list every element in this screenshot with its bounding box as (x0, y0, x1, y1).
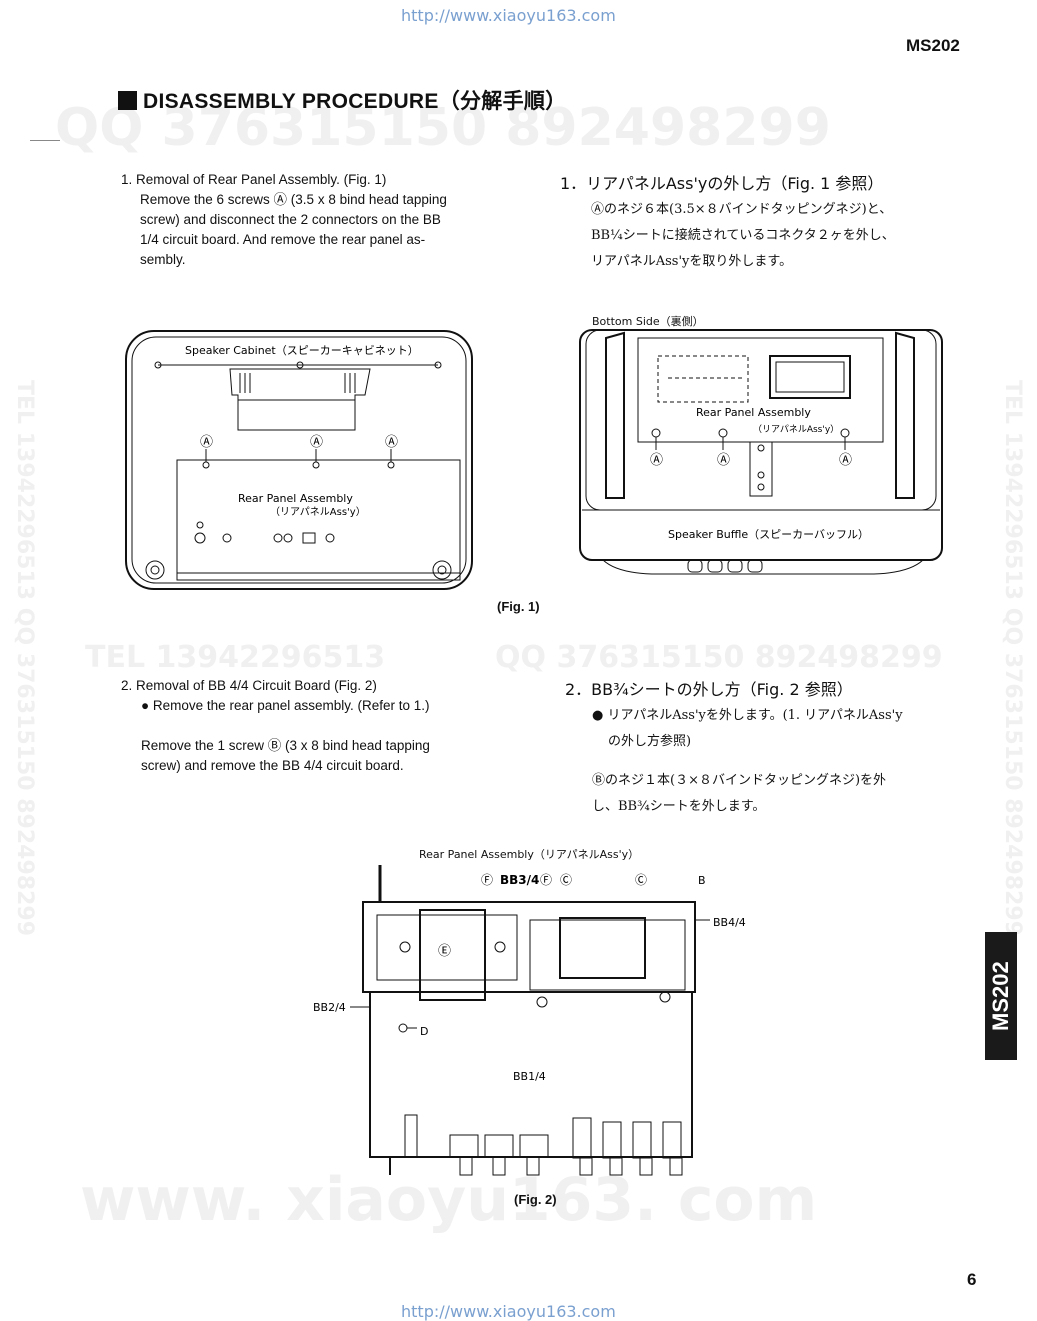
fig1-left-speaker-cabinet: Speaker Cabinet（スピーカーキャビネット） (185, 344, 419, 357)
bullet-icon: ● (141, 698, 153, 713)
fig1-left-rear-panel-jp: （リアパネルAss'y） (270, 506, 366, 518)
fig1-left-marker-a: Ⓐ (385, 435, 398, 450)
fig2-marker-d: D (420, 1025, 428, 1038)
watermark-qq-mid: QQ 376315150 892498299 (495, 640, 943, 675)
margin-mark (30, 140, 60, 141)
heading-block-icon (118, 91, 137, 110)
section2-en-bullet-text: Remove the rear panel assembly. (Refer t… (152, 698, 430, 713)
section1-jp-line: リアパネルAss'yを取り外します。 (591, 254, 793, 269)
section2-en-line: screw) and remove the BB 4/4 circuit boa… (141, 758, 404, 773)
watermark-tel-mid: TEL 13942296513 (85, 640, 386, 675)
fig1-left-rear-panel: Rear Panel Assembly (238, 492, 353, 505)
section1-en-body: Remove the 6 screws Ⓐ (3.5 x 8 bind head… (140, 190, 502, 270)
side-tab: MS202 (985, 932, 1017, 1060)
section2-en-title: 2. Removal of BB 4/4 Circuit Board (Fig.… (121, 678, 377, 693)
section1-jp-line: Ⓐのネジ６本(3.5×８バインドタッピングネジ)と、 (591, 202, 893, 217)
fig2-marker-f: Ⓕ (540, 873, 552, 887)
section2-en-line: Remove the 1 screw Ⓑ (3 x 8 bind head ta… (141, 738, 430, 753)
section2-jp-line: Ⓑのネジ１本(３×８バインドタッピングネジ)を外 (592, 773, 887, 788)
section2-en-bullet: ● Remove the rear panel assembly. (Refer… (141, 696, 430, 716)
section2-jp-body: Ⓑのネジ１本(３×８バインドタッピングネジ)を外 し、BB¾シートを外します。 (592, 768, 886, 820)
fig1-left-diagram: Speaker Cabinet（スピーカーキャビネット） Ⓐ Ⓐ Ⓐ Rear … (125, 330, 473, 590)
page-heading: DISASSEMBLY PROCEDURE（分解手順） (118, 85, 567, 115)
fig1-right-marker-a: Ⓐ (717, 453, 730, 468)
section1-jp-line: BB¼シートに接続されているコネクタ２ヶを外し、 (591, 228, 895, 243)
fig1-right-diagram: Rear Panel Assembly （リアパネルAss'y） Ⓐ Ⓐ Ⓐ S… (579, 329, 943, 575)
fig2-caption: (Fig. 2) (514, 1192, 557, 1207)
bullet-icon: ● (592, 708, 608, 723)
url-bottom[interactable]: http://www.xiaoyu163.com (401, 1302, 616, 1321)
watermark-side-right: TEL 13942296513 QQ 376315150 892498299 (1000, 380, 1025, 937)
watermark-qq-top: QQ 376315150 892498299 (55, 98, 831, 158)
fig1-right-rear-panel-jp: （リアパネルAss'y） (753, 424, 839, 435)
fig1-right-rear-panel: Rear Panel Assembly (696, 406, 811, 419)
fig2-marker-c: Ⓒ (560, 873, 572, 887)
section2-en-body: Remove the 1 screw Ⓑ (3 x 8 bind head ta… (141, 736, 502, 776)
watermark-side-left: TEL 13942296513 QQ 376315150 892498299 (12, 380, 37, 937)
watermark-bottom: www. xiaoyu163. com (80, 1165, 818, 1235)
section2-jp-line: し、BB¾シートを外します。 (592, 799, 766, 814)
fig1-left-marker-a: Ⓐ (310, 435, 323, 450)
fig1-left-marker-a: Ⓐ (200, 435, 213, 450)
fig2-bb34: BB3/4 (500, 873, 539, 887)
section1-jp-body: Ⓐのネジ６本(3.5×８バインドタッピングネジ)と、 BB¼シートに接続されてい… (591, 197, 895, 275)
fig2-marker-f: Ⓕ (481, 873, 493, 887)
page-heading-text: DISASSEMBLY PROCEDURE（分解手順） (143, 90, 567, 113)
fig2-rear-panel: Rear Panel Assembly（リアパネルAss'y） (419, 848, 640, 861)
fig2-diagram: Ⓕ BB3/4 Ⓕ Ⓒ Ⓒ B Ⓔ BB4/4 BB2/4 D BB1/4 (313, 865, 746, 1176)
page-number: 6 (967, 1270, 977, 1289)
url-top[interactable]: http://www.xiaoyu163.com (401, 6, 616, 25)
section1-en-title: 1. Removal of Rear Panel Assembly. (Fig.… (121, 172, 387, 187)
section2-jp-bullet-line: リアパネルAss'yを外します。(1. リアパネルAss'y (607, 708, 903, 723)
section1-en-line: 1/4 circuit board. And remove the rear p… (140, 232, 426, 247)
section1-en-line: Remove the 6 screws Ⓐ (3.5 x 8 bind head… (140, 192, 447, 207)
fig2-bb14: BB1/4 (513, 1070, 546, 1083)
fig2-marker-b: B (698, 874, 706, 887)
section2-jp-title: 2．BB¾シートの外し方（Fig. 2 参照） (565, 680, 853, 699)
fig1-right-marker-a: Ⓐ (650, 453, 663, 468)
section2-jp-bullet: ● リアパネルAss'yを外します。(1. リアパネルAss'y の外し方参照) (592, 703, 903, 755)
model-label: MS202 (906, 36, 960, 55)
section1-jp-title: 1．リアパネルAss'yの外し方（Fig. 1 参照） (560, 174, 884, 193)
fig1-right-speaker-buffle: Speaker Buffle（スピーカーバッフル） (668, 528, 869, 541)
fig1-caption: (Fig. 1) (497, 599, 540, 614)
fig1-right-bottom-side: Bottom Side（裏側） (592, 315, 704, 328)
fig1-right-marker-a: Ⓐ (839, 453, 852, 468)
fig2-marker-e: Ⓔ (438, 944, 451, 959)
section1-en-line: sembly. (140, 252, 186, 267)
fig2-marker-c: Ⓒ (635, 873, 647, 887)
fig2-bb24: BB2/4 (313, 1001, 346, 1014)
section1-en-line: screw) and disconnect the 2 connectors o… (140, 212, 441, 227)
section2-jp-bullet-line: の外し方参照) (608, 734, 692, 749)
fig2-bb44: BB4/4 (713, 916, 746, 929)
